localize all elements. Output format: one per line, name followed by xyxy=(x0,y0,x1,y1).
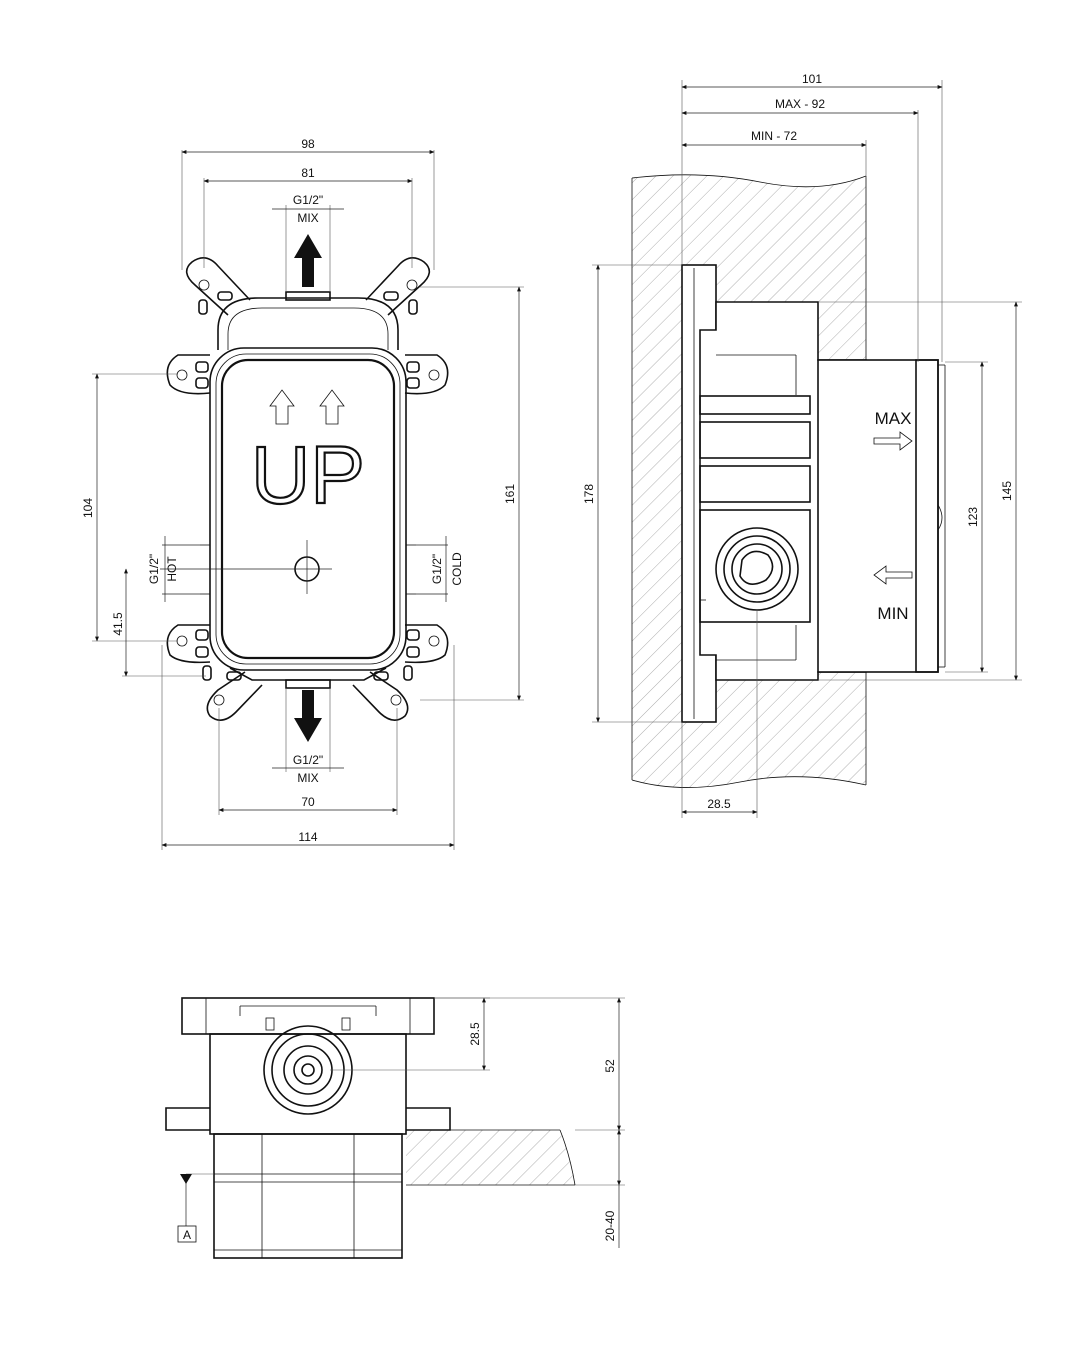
arrow-right-icon xyxy=(873,431,913,451)
dim-front-total-height: 161 xyxy=(503,484,517,504)
label-min: MIN xyxy=(877,604,908,623)
dim-side-flange-height: 178 xyxy=(582,484,596,504)
outlet-bottom-label: MIX xyxy=(297,771,318,785)
embossed-up-arrow-left xyxy=(269,389,295,425)
floor-section xyxy=(406,1130,575,1185)
dim-front-inlet-offset: 41.5 xyxy=(111,612,125,636)
dim-side-sleeve-height: 123 xyxy=(966,507,980,527)
arrow-left-icon xyxy=(873,565,913,585)
body-embossed-text: UP xyxy=(251,430,365,521)
inlet-cold-thread: G1/2" xyxy=(430,554,444,584)
inlet-hot-thread: G1/2" xyxy=(147,554,161,584)
embossed-up-arrow-right xyxy=(319,389,345,425)
inlet-hot-label: HOT xyxy=(165,556,179,582)
outlet-top-thread: G1/2" xyxy=(293,193,323,207)
dim-front-hole-spacing: 81 xyxy=(301,166,315,180)
mounting-lug-mid-right xyxy=(404,354,449,395)
dim-front-bottom-lug-spacing: 70 xyxy=(301,795,315,809)
dim-front-overall-width: 98 xyxy=(301,137,315,151)
valve-body-inner xyxy=(220,358,396,660)
mounting-lug-bottom-left xyxy=(202,665,263,721)
dim-bottom-axis-offset: 28.5 xyxy=(468,1022,482,1046)
dim-side-min-depth: MIN - 72 xyxy=(751,129,797,143)
bottom-view: A 28.5 52 20-40 xyxy=(165,997,625,1259)
dim-side-max-depth: MAX - 92 xyxy=(775,97,825,111)
dim-bottom-height: 52 xyxy=(603,1059,617,1073)
top-collar xyxy=(217,297,399,350)
front-view: UP 98 81 G1/2" MIX 104 xyxy=(81,137,524,850)
dim-front-bottom-overall: 114 xyxy=(298,830,317,844)
flow-arrow-up-icon xyxy=(294,234,322,287)
dim-front-lug-spacing: 104 xyxy=(81,498,95,518)
outlet-bottom-thread: G1/2" xyxy=(293,753,323,767)
label-max: MAX xyxy=(875,409,912,428)
mounting-lug-low-left xyxy=(166,624,211,664)
bottom-top-plate xyxy=(181,997,435,1035)
dim-side-body-height: 145 xyxy=(1000,481,1014,501)
mounting-lug-low-right xyxy=(404,624,449,664)
mounting-lug-mid-left xyxy=(166,354,211,395)
valve-body-outer xyxy=(209,347,407,671)
side-view: MAX MIN 101 MAX - 92 MIN - 72 178 145 12… xyxy=(582,72,1022,818)
reference-mark: A xyxy=(183,1228,191,1242)
mounting-lug-bottom-right xyxy=(352,665,413,721)
flow-arrow-down-icon xyxy=(294,690,322,742)
bottom-sleeve xyxy=(213,1133,403,1259)
outlet-top-label: MIX xyxy=(297,211,318,225)
mounting-lug-top-right xyxy=(365,257,431,316)
reference-box xyxy=(177,1225,197,1243)
mounting-lug-top-left xyxy=(185,257,251,316)
side-sleeve xyxy=(817,359,939,673)
dim-side-axis-offset: 28.5 xyxy=(707,797,731,811)
inlet-cold-label: COLD xyxy=(450,552,464,586)
dim-side-total-depth: 101 xyxy=(802,72,822,86)
dim-bottom-wall-range: 20-40 xyxy=(603,1210,617,1241)
reference-triangle-icon xyxy=(180,1174,192,1184)
